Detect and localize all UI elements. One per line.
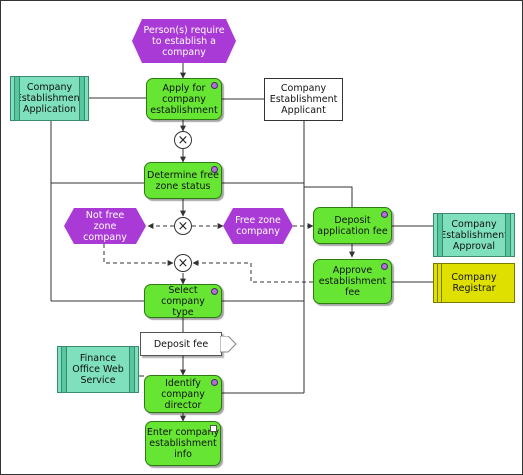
function-label: Apply for company establishment [150,82,218,116]
flow-approve-to-xor3 [192,260,313,283]
flow-not-free-to-xor3 [103,244,174,266]
system-company-establishment-approval[interactable]: Company Establishment Approval [433,213,515,257]
function-select-company-type[interactable]: Select company type [144,284,222,318]
xor-operator-2[interactable]: × [174,217,192,235]
system-label: Company Establishment Application [15,82,84,115]
function-deposit-application-fee[interactable]: Deposit application fee [313,207,392,244]
function-label: Determine free zone status [147,169,219,192]
function-apply-establishment[interactable]: Apply for company establishment [146,78,222,120]
system-finance-office-web-service[interactable]: Finance Office Web Service [57,346,139,393]
event-free-zone-company[interactable]: Free zone company [223,208,293,244]
event-label: Not free zone company [83,209,127,243]
info-label: Deposit fee [153,338,209,350]
system-label: Company Establishment Approval [440,218,508,252]
xor-symbol: × [177,218,189,234]
event-person-require-company[interactable]: Person(s) require to establish a company [132,19,236,63]
xor-operator-3[interactable]: × [174,254,192,272]
function-label: Enter company establishment info [146,427,220,460]
function-determine-free-zone[interactable]: Determine free zone status [144,162,222,199]
info-deposit-fee-arrow-shape [220,336,237,353]
function-approve-establishment-fee[interactable]: Approve establishment fee [313,259,392,304]
org-label: Company Registrar [451,272,497,294]
xor-symbol: × [177,255,189,271]
event-label: Person(s) require to establish a company [143,24,225,58]
event-not-free-zone-company[interactable]: Not free zone company [64,208,146,244]
function-enter-establishment-info[interactable]: Enter company establishment info [145,421,221,466]
xor-symbol: × [177,132,189,148]
event-label: Free zone company [235,215,281,237]
function-identify-company-director[interactable]: Identify company director [144,375,222,413]
function-label: Identify company director [161,377,205,411]
assoc-determine-deposit [304,186,353,207]
org-company-registrar[interactable]: Company Registrar [433,263,515,303]
function-label: Approve establishment fee [318,265,387,298]
function-label: Deposit application fee [317,214,388,237]
role-company-establishment-applicant[interactable]: Company Establishment Applicant [264,78,343,121]
xor-operator-1[interactable]: × [174,131,192,149]
function-label: Select company type [161,284,205,318]
role-label: Company Establishment Applicant [269,83,338,116]
system-company-establishment-application[interactable]: Company Establishment Application [10,76,89,121]
system-label: Finance Office Web Service [72,353,124,386]
info-deposit-fee[interactable]: Deposit fee [140,332,222,356]
